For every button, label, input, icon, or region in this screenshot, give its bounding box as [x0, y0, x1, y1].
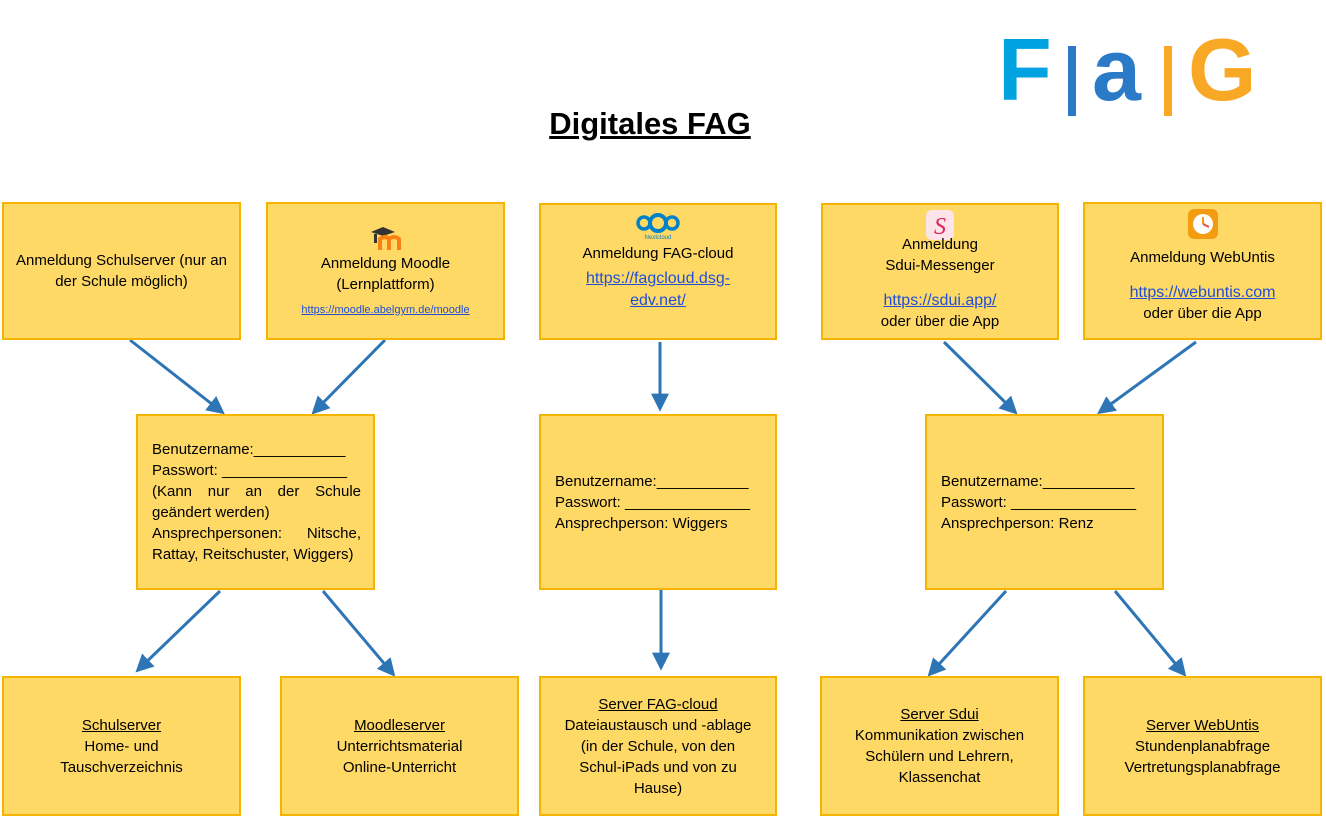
sdui-link[interactable]: https://sdui.app/	[883, 292, 997, 309]
credentials-cloud-password: Passwort: _______________	[555, 493, 751, 511]
webuntis-link[interactable]: https://webuntis.com	[1129, 284, 1276, 301]
logo-letter-f: F	[998, 20, 1052, 119]
webuntis-login-box: Anmeldung WebUntis https://webuntis.com …	[1083, 202, 1322, 340]
arrow-credentials-to-sduiserver	[927, 589, 1008, 677]
logo-letter-g: G	[1188, 20, 1257, 119]
credentials-sdui-password: Passwort: _______________	[941, 493, 1137, 511]
moodle-icon	[370, 227, 401, 250]
credentials-schule-note-2: geändert werden)	[152, 504, 270, 521]
moodle-link[interactable]: https://moodle.abelgym.de/moodle	[301, 304, 470, 316]
schulserver-line2: Tauschverzeichnis	[60, 758, 183, 776]
arrow-credentials-to-webuntisserver	[1113, 590, 1187, 677]
moodleserver-title: Moodleserver	[354, 716, 445, 734]
webuntis-server-line2: Vertretungsplanabfrage	[1124, 758, 1281, 776]
sdui-icon: S	[926, 210, 954, 240]
nextcloud-icon: Nextcloud	[636, 213, 680, 241]
fagcloud-server-line3: Schul-iPads und von zu	[579, 758, 737, 776]
nextcloud-icon-label: Nextcloud	[645, 235, 672, 241]
arrow-webuntis-to-credentials	[1097, 340, 1197, 415]
sdui-login-box: S Anmeldung Sdui-Messenger https://sdui.…	[821, 203, 1059, 340]
webuntis-login-title: Anmeldung WebUntis	[1130, 249, 1275, 266]
logo-letter-a: a	[1092, 20, 1141, 119]
arrow-moodle-to-credentials	[311, 338, 387, 415]
fagcloud-server-box: Server FAG-cloud Dateiaustausch und -abl…	[539, 676, 777, 816]
sdui-server-title: Server Sdui	[900, 706, 979, 723]
logo-divider-2	[1164, 46, 1172, 116]
fagcloud-login-box: Nextcloud Anmeldung FAG-cloud https://fa…	[539, 203, 777, 340]
logo-divider	[1068, 46, 1076, 116]
arrow-credentials-to-moodleserver	[321, 590, 396, 677]
fagcloud-server-line1: Dateiaustausch und -ablage	[564, 716, 752, 734]
fagcloud-link-line1[interactable]: https://fagcloud.dsg-	[585, 270, 731, 287]
fagcloud-link-line2[interactable]: edv.net/	[630, 292, 686, 309]
moodleserver-box: Moodleserver Unterrichtsmaterial Online-…	[280, 676, 519, 816]
sdui-login-title-line1: Anmeldung	[902, 236, 978, 253]
webuntis-note: oder über die App	[1143, 305, 1262, 322]
credentials-schule-password: Passwort: _______________	[152, 462, 348, 479]
credentials-sdui-contact: Ansprechperson: Renz	[941, 514, 1094, 532]
svg-text:S: S	[934, 214, 946, 240]
sdui-server-line2: Schülern und Lehrern,	[865, 748, 1014, 765]
credentials-schule-contacts-2: Rattay, Reitschuster, Wiggers)	[152, 546, 354, 563]
credentials-cloud-contact: Ansprechperson: Wiggers	[555, 514, 728, 532]
schulserver-title: Schulserver	[81, 716, 162, 734]
sdui-server-box: Server Sdui Kommunikation zwischen Schül…	[820, 676, 1059, 816]
webuntis-server-line1: Stundenplanabfrage	[1134, 737, 1271, 755]
credentials-schule-box: Benutzername:___________ Passwort: _____…	[136, 414, 375, 590]
moodleserver-line1: Unterrichtsmaterial	[336, 737, 463, 755]
credentials-schule-note-1: (Kann nur an der Schule	[152, 483, 361, 500]
credentials-cloud-username: Benutzername:___________	[555, 472, 749, 490]
arrow-sdui-to-credentials	[942, 340, 1018, 415]
sdui-login-title-line2: Sdui-Messenger	[885, 257, 995, 274]
credentials-schule-username: Benutzername:___________	[152, 441, 346, 458]
credentials-sdui-username: Benutzername:___________	[941, 472, 1135, 490]
fagcloud-server-line4: Hause)	[633, 779, 683, 797]
webuntis-server-box: Server WebUntis Stundenplanabfrage Vertr…	[1083, 676, 1322, 816]
moodleserver-line2: Online-Unterricht	[342, 758, 457, 776]
sdui-server-line1: Kommunikation zwischen	[854, 727, 1025, 744]
schulserver-line1: Home- und	[84, 737, 159, 755]
sdui-note: oder über die App	[880, 313, 1000, 330]
fagcloud-login-title: Anmeldung FAG-cloud	[582, 245, 734, 262]
fag-logo: F a G	[998, 18, 1258, 122]
moodle-login-title: Anmeldung Moodle	[320, 255, 451, 272]
fagcloud-server-title: Server FAG-cloud	[598, 695, 718, 713]
page-title: Digitales FAG	[549, 106, 751, 141]
arrow-schulserver-to-credentials	[129, 338, 225, 415]
schulserver-login-text: Anmeldung Schulserver (nur an der Schule…	[16, 252, 227, 290]
sdui-server-line3: Klassenchat	[898, 769, 981, 786]
clock-icon	[1187, 209, 1218, 239]
moodle-login-subtitle: (Lernplattform)	[336, 276, 435, 293]
moodle-login-box: Anmeldung Moodle (Lernplattform) https:/…	[266, 202, 505, 340]
credentials-cloud-box: Benutzername:___________ Passwort: _____…	[539, 414, 777, 590]
schulserver-box: Schulserver Home- und Tauschverzeichnis	[2, 676, 241, 816]
credentials-sdui-box: Benutzername:___________ Passwort: _____…	[925, 414, 1164, 590]
fagcloud-server-line2: (in der Schule, von den	[580, 737, 736, 755]
credentials-schule-contacts-1: Ansprechpersonen: Nitsche,	[152, 525, 361, 542]
fagcloud-link[interactable]: https://fagcloud.dsg- edv.net/	[586, 268, 730, 312]
arrow-credentials-to-schulserver	[135, 589, 222, 673]
schulserver-login-box: Anmeldung Schulserver (nur an der Schule…	[2, 202, 241, 340]
webuntis-server-title: Server WebUntis	[1145, 716, 1260, 734]
